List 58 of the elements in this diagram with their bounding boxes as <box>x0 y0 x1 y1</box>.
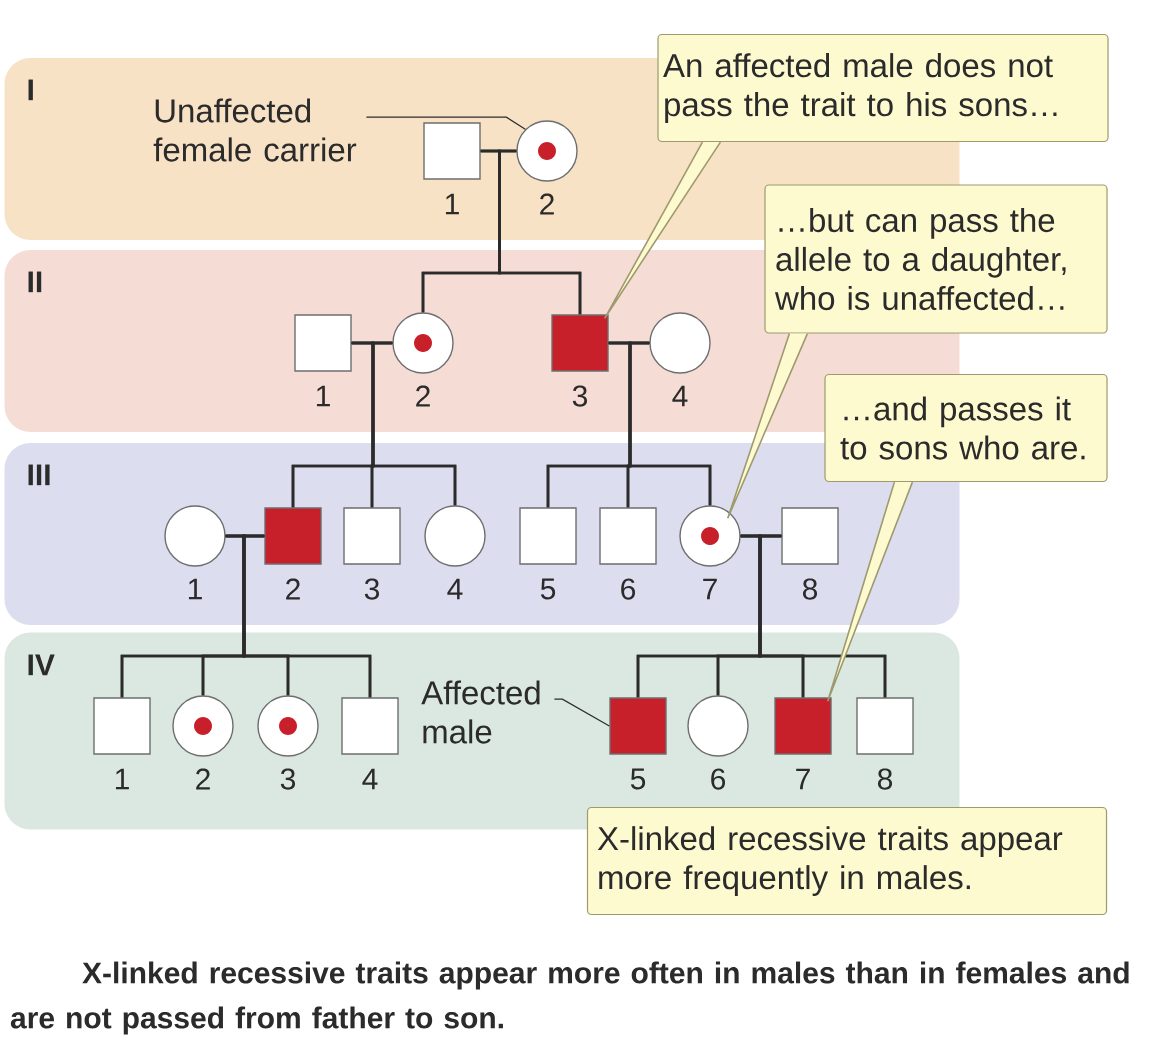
annotation-text: Unaffected female carrier <box>153 98 357 162</box>
callout-pointer <box>726 332 809 520</box>
descent-line <box>371 341 457 506</box>
pedigree-circle <box>516 120 578 182</box>
individual-number: 4 <box>362 768 378 790</box>
individual-number: 2 <box>416 385 430 407</box>
pedigree-square <box>551 314 609 372</box>
individual-number: 2 <box>196 768 210 790</box>
pedigree-circle <box>687 695 749 757</box>
pedigree-square <box>423 122 481 180</box>
leader-line <box>365 116 526 130</box>
pedigree-square <box>343 507 401 565</box>
individual-number: 6 <box>711 768 726 790</box>
pedigree-circle <box>164 505 226 567</box>
individual-number: 5 <box>540 578 556 600</box>
pedigree-square <box>774 697 832 755</box>
pedigree-square <box>856 697 914 755</box>
individual-number: 4 <box>672 385 688 407</box>
pedigree-square <box>781 507 839 565</box>
pedigree-square <box>609 697 667 755</box>
callout-box: X-linked recessive traits appear more frequently in males. <box>586 806 1108 916</box>
individual-number: 1 <box>115 768 129 790</box>
individual-number: 7 <box>703 578 717 600</box>
individual-number: 5 <box>630 768 646 790</box>
individual-number: 7 <box>796 768 810 790</box>
pedigree-circle <box>392 312 454 374</box>
individual-number: 2 <box>286 578 300 600</box>
individual-number: 1 <box>188 578 202 600</box>
individual-number: 3 <box>280 768 296 790</box>
individual-number: 3 <box>364 578 380 600</box>
pedigree-square <box>519 507 577 565</box>
descent-line <box>498 149 582 315</box>
pedigree-circle <box>172 695 234 757</box>
pedigree-square <box>294 314 352 372</box>
callout-pointer <box>826 481 914 703</box>
pedigree-square <box>341 697 399 755</box>
individual-number: 8 <box>802 578 818 600</box>
individual-number: 3 <box>572 385 588 407</box>
descent-line <box>628 341 712 506</box>
individual-number: 1 <box>445 193 459 215</box>
leader-line <box>553 698 610 727</box>
pedigree-circle <box>649 312 711 374</box>
pedigree-circle <box>257 695 319 757</box>
individual-number: 8 <box>877 768 893 790</box>
callout-box: …but can pass the allele to a daughter, who is unaffected… <box>764 184 1108 334</box>
pedigree-square <box>93 697 151 755</box>
pedigree-circle <box>679 505 741 567</box>
individual-number: 6 <box>621 578 636 600</box>
callout-pointer <box>603 141 722 320</box>
individual-number: 4 <box>447 578 463 600</box>
caption: X-linked recessive traits appear more often in males than in females and are not passed from father to son. <box>10 961 1129 1035</box>
individual-number: 2 <box>540 193 554 215</box>
annotation-text: Affected male <box>421 680 540 744</box>
pedigree-circle <box>424 505 486 567</box>
pedigree-square <box>599 507 657 565</box>
individual-number: 1 <box>316 385 330 407</box>
pedigree-square <box>264 507 322 565</box>
callout-box: …and passes it to sons who are. <box>824 373 1108 483</box>
